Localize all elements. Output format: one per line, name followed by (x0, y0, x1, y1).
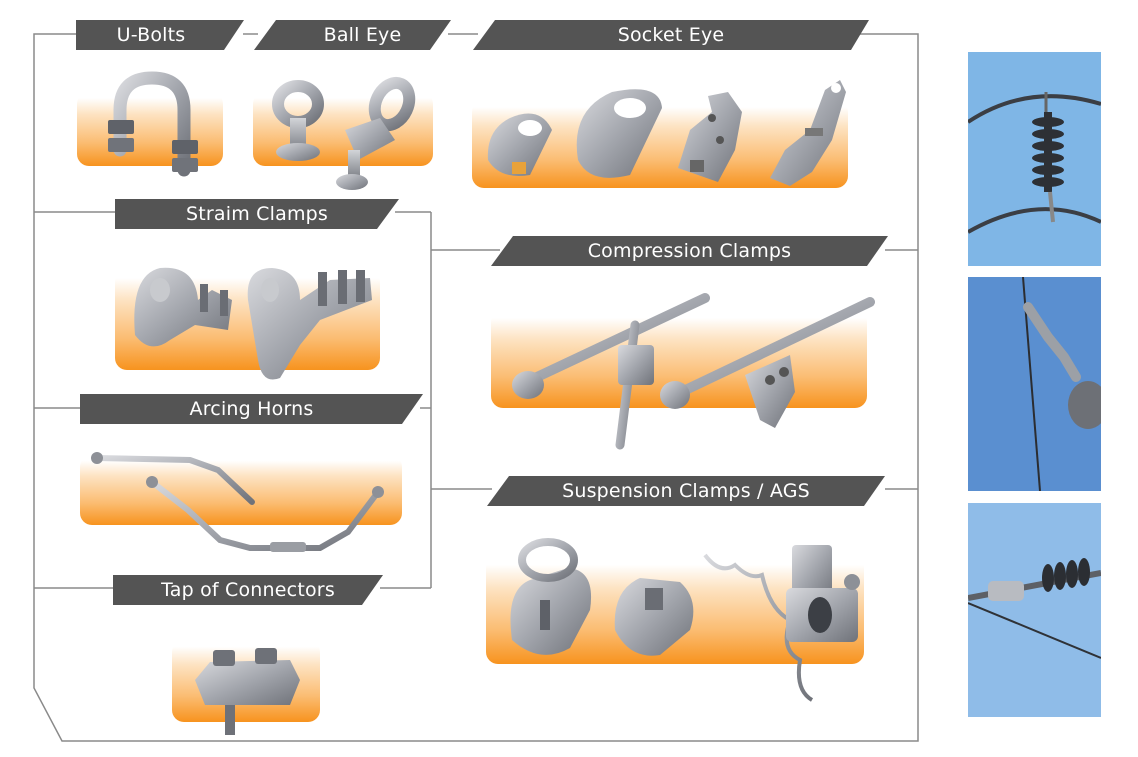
socket-eye-4-icon (770, 80, 846, 186)
strain-clamps-banner: Straim Clamps (115, 199, 399, 229)
armor-rod-icon (703, 553, 814, 702)
ubolts-panel (77, 92, 223, 166)
strain-clamp-2-icon (247, 268, 372, 380)
arcing-horn-2-icon (149, 479, 381, 551)
tap-connector-icon (195, 648, 300, 735)
strain-clamp-1-icon (134, 267, 232, 347)
socket-eye-3-icon (678, 92, 742, 182)
arcing-horn-ball-3 (372, 486, 384, 498)
tap-connectors-banner: Tap of Connectors (113, 575, 383, 605)
ball-eye-icon (272, 80, 324, 161)
compression-clamps-title: Compression Clamps (587, 240, 792, 262)
compression-clamps-banner: Compression Clamps (491, 236, 888, 266)
product-illustrations (91, 71, 875, 735)
tension-clamp-photo (968, 277, 1101, 491)
compression-clamp-2-icon (660, 297, 875, 428)
tap-connectors-title: Tap of Connectors (161, 579, 335, 601)
ubolts-title: U-Bolts (116, 24, 186, 46)
arcing-horn-1-icon (94, 455, 255, 505)
ubolt-icon (108, 71, 198, 177)
socket-eye-title: Socket Eye (617, 24, 725, 46)
suspension-clamps-title: Suspension Clamps / AGS (562, 480, 810, 502)
arcing-horn-clamp (270, 542, 306, 552)
compression-clamp-1-icon (512, 293, 710, 450)
ubolts-banner: U-Bolts (76, 20, 244, 50)
suspension-insulator-photo (968, 52, 1101, 266)
ball-eye-plate-icon (336, 76, 416, 190)
strain-clamps-title: Straim Clamps (185, 203, 329, 225)
arcing-horn-ball-1 (91, 452, 103, 464)
arcing-horns-title: Arcing Horns (189, 398, 314, 420)
suspension-clamp-2-icon (614, 578, 694, 656)
ball-eye-title: Ball Eye (323, 24, 402, 46)
ball-eye-banner: Ball Eye (254, 20, 451, 50)
insulator-string-photo (968, 503, 1101, 717)
suspension-clamp-3-icon (786, 545, 860, 642)
arcing-horns-banner: Arcing Horns (80, 394, 423, 424)
suspension-clamp-1-icon (510, 538, 592, 655)
socket-eye-2-icon (576, 89, 662, 178)
socket-eye-1-icon (487, 113, 552, 176)
suspension-clamps-banner: Suspension Clamps / AGS (487, 476, 885, 506)
arcing-horn-ball-2 (146, 476, 158, 488)
socket-eye-banner: Socket Eye (473, 20, 869, 50)
